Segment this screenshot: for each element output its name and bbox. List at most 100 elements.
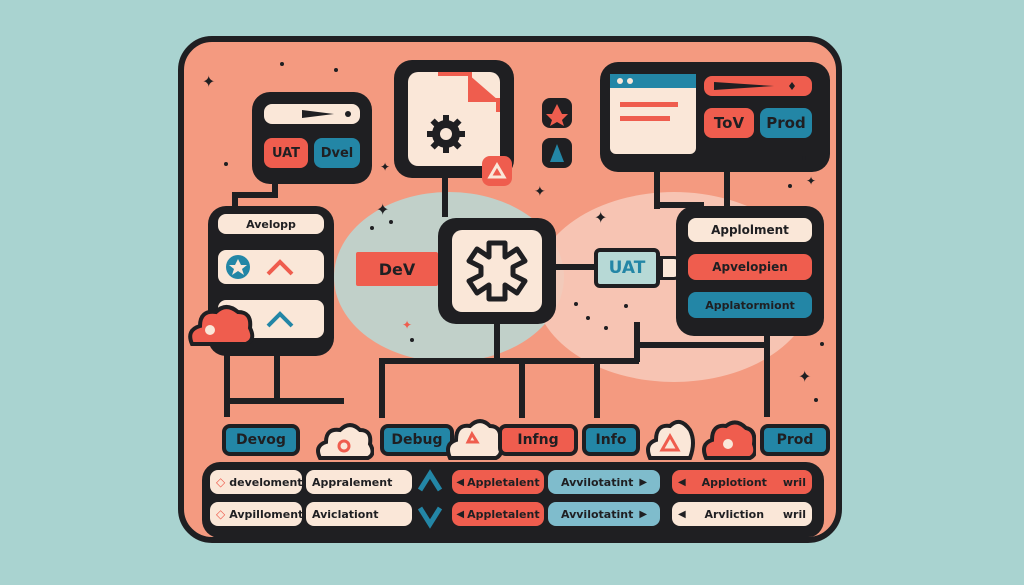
connector [634,342,769,348]
dot [389,220,393,224]
cell-text: Avvilotatint [561,476,633,489]
table-cell[interactable]: ◀ Appletalent [452,470,544,494]
gear-icon [427,115,465,153]
cell-text: Avpilloment [229,508,302,521]
sparkle-icon: ✦ [806,174,816,188]
cell-text: Applotiont [702,476,767,489]
tab-infng[interactable]: Infng [498,424,578,456]
chevron-icon [704,76,812,96]
dot [586,316,590,320]
cloud-icon [314,420,374,462]
arrow-icon: ◀ [678,477,686,488]
tab-prod[interactable]: Prod [760,424,830,456]
connector [232,192,272,198]
cloud-icon [700,418,756,462]
chevron-icon [264,104,360,124]
prod-button[interactable]: Prod [760,108,812,138]
dot [574,302,578,306]
table-cell[interactable]: Appralement [306,470,412,494]
toggle-slider[interactable] [264,104,360,124]
connector [494,322,500,362]
tab-devog[interactable]: Devog [222,424,300,456]
arrow-icon: ◀ [456,477,464,488]
bottom-data-table: ◇ develoment Appralement ◇ Avpilloment A… [202,462,824,538]
center-gear-card [438,218,556,324]
connector [379,358,385,418]
cell-text: Appralement [312,476,392,489]
gear-icon [452,230,542,312]
top-right-card: ToV Prod [600,62,830,172]
bottom-tab-row: Devog Debug Infng Info Prod [212,416,810,466]
dot [280,62,284,66]
cloud-icon [444,416,502,462]
dot [604,326,608,330]
cell-text: Appletalent [467,508,540,521]
right-panel-item[interactable]: Applolment [688,218,812,242]
sparkle-icon: ✦ [798,367,811,386]
cell-text: Arvliction [704,508,764,521]
connector [442,172,448,217]
connector [224,398,344,404]
cell-text: wril [783,476,806,489]
dev-stage-label[interactable]: DeV [356,252,438,286]
sparkle-icon: ✦ [594,208,607,227]
workflow-board: UAT Dvel [178,36,842,543]
browser-window-icon [610,74,696,154]
tov-button[interactable]: ToV [704,108,754,138]
table-cell[interactable]: Avvilotatint ▶ [548,502,660,526]
arrow-icon: ◀ [678,509,686,520]
right-panel-item[interactable]: Apvelopien [688,254,812,280]
diamond-icon: ◇ [216,475,225,489]
status-badges [540,96,574,172]
tab-debug[interactable]: Debug [380,424,454,456]
dot [224,162,228,166]
sparkle-icon: ✦ [534,184,546,200]
sparkle-icon: ✦ [376,200,389,219]
cell-text: Avvilotatint [561,508,633,521]
cell-text: develoment [229,476,302,489]
dot [370,226,374,230]
dot [802,156,806,160]
cloud-icon [186,300,256,350]
table-cell[interactable]: ◇ develoment [210,470,302,494]
sort-arrows-icon[interactable] [416,468,444,530]
warning-cloud-icon [644,416,696,462]
cell-text: Aviclationt [312,508,378,521]
arrow-icon: ▶ [639,477,647,488]
table-cell[interactable]: ◀ Applotiont wril [672,470,812,494]
cell-text: wril [783,508,806,521]
connector [379,358,639,364]
right-panel: Applolment Apvelopien Applatormiont [676,206,824,336]
alert-triangle-icon [482,156,512,186]
uat-stage-label[interactable]: UAT [594,248,660,288]
config-document-card [394,60,514,178]
dot [814,398,818,402]
table-cell[interactable]: ◀ Arvliction wril [672,502,812,526]
sparkle-icon: ✦ [202,72,215,91]
sparkle-icon: ✦ [402,318,412,332]
toggle-slider[interactable] [704,76,812,96]
table-cell[interactable]: ◇ Avpilloment [210,502,302,526]
dvel-button[interactable]: Dvel [314,138,360,168]
dot [788,184,792,188]
document-icon [408,72,500,166]
arrow-icon: ▶ [639,509,647,520]
uat-button[interactable]: UAT [264,138,308,168]
top-left-card: UAT Dvel [252,92,372,184]
sparkle-icon: ✦ [380,160,390,174]
tab-info[interactable]: Info [582,424,640,456]
connector [594,358,600,418]
table-cell[interactable]: Avvilotatint ▶ [548,470,660,494]
diamond-icon: ◇ [216,507,225,521]
cell-text: Appletalent [467,476,540,489]
table-cell[interactable]: ◀ Appletalent [452,502,544,526]
connector [764,322,770,417]
dot [624,304,628,308]
dot [410,338,414,342]
dot [820,342,824,346]
dot [334,68,338,72]
left-panel-title: Avelopp [218,214,324,234]
left-panel-item[interactable] [218,250,324,284]
right-panel-item[interactable]: Applatormiont [688,292,812,318]
table-cell[interactable]: Aviclationt [306,502,412,526]
